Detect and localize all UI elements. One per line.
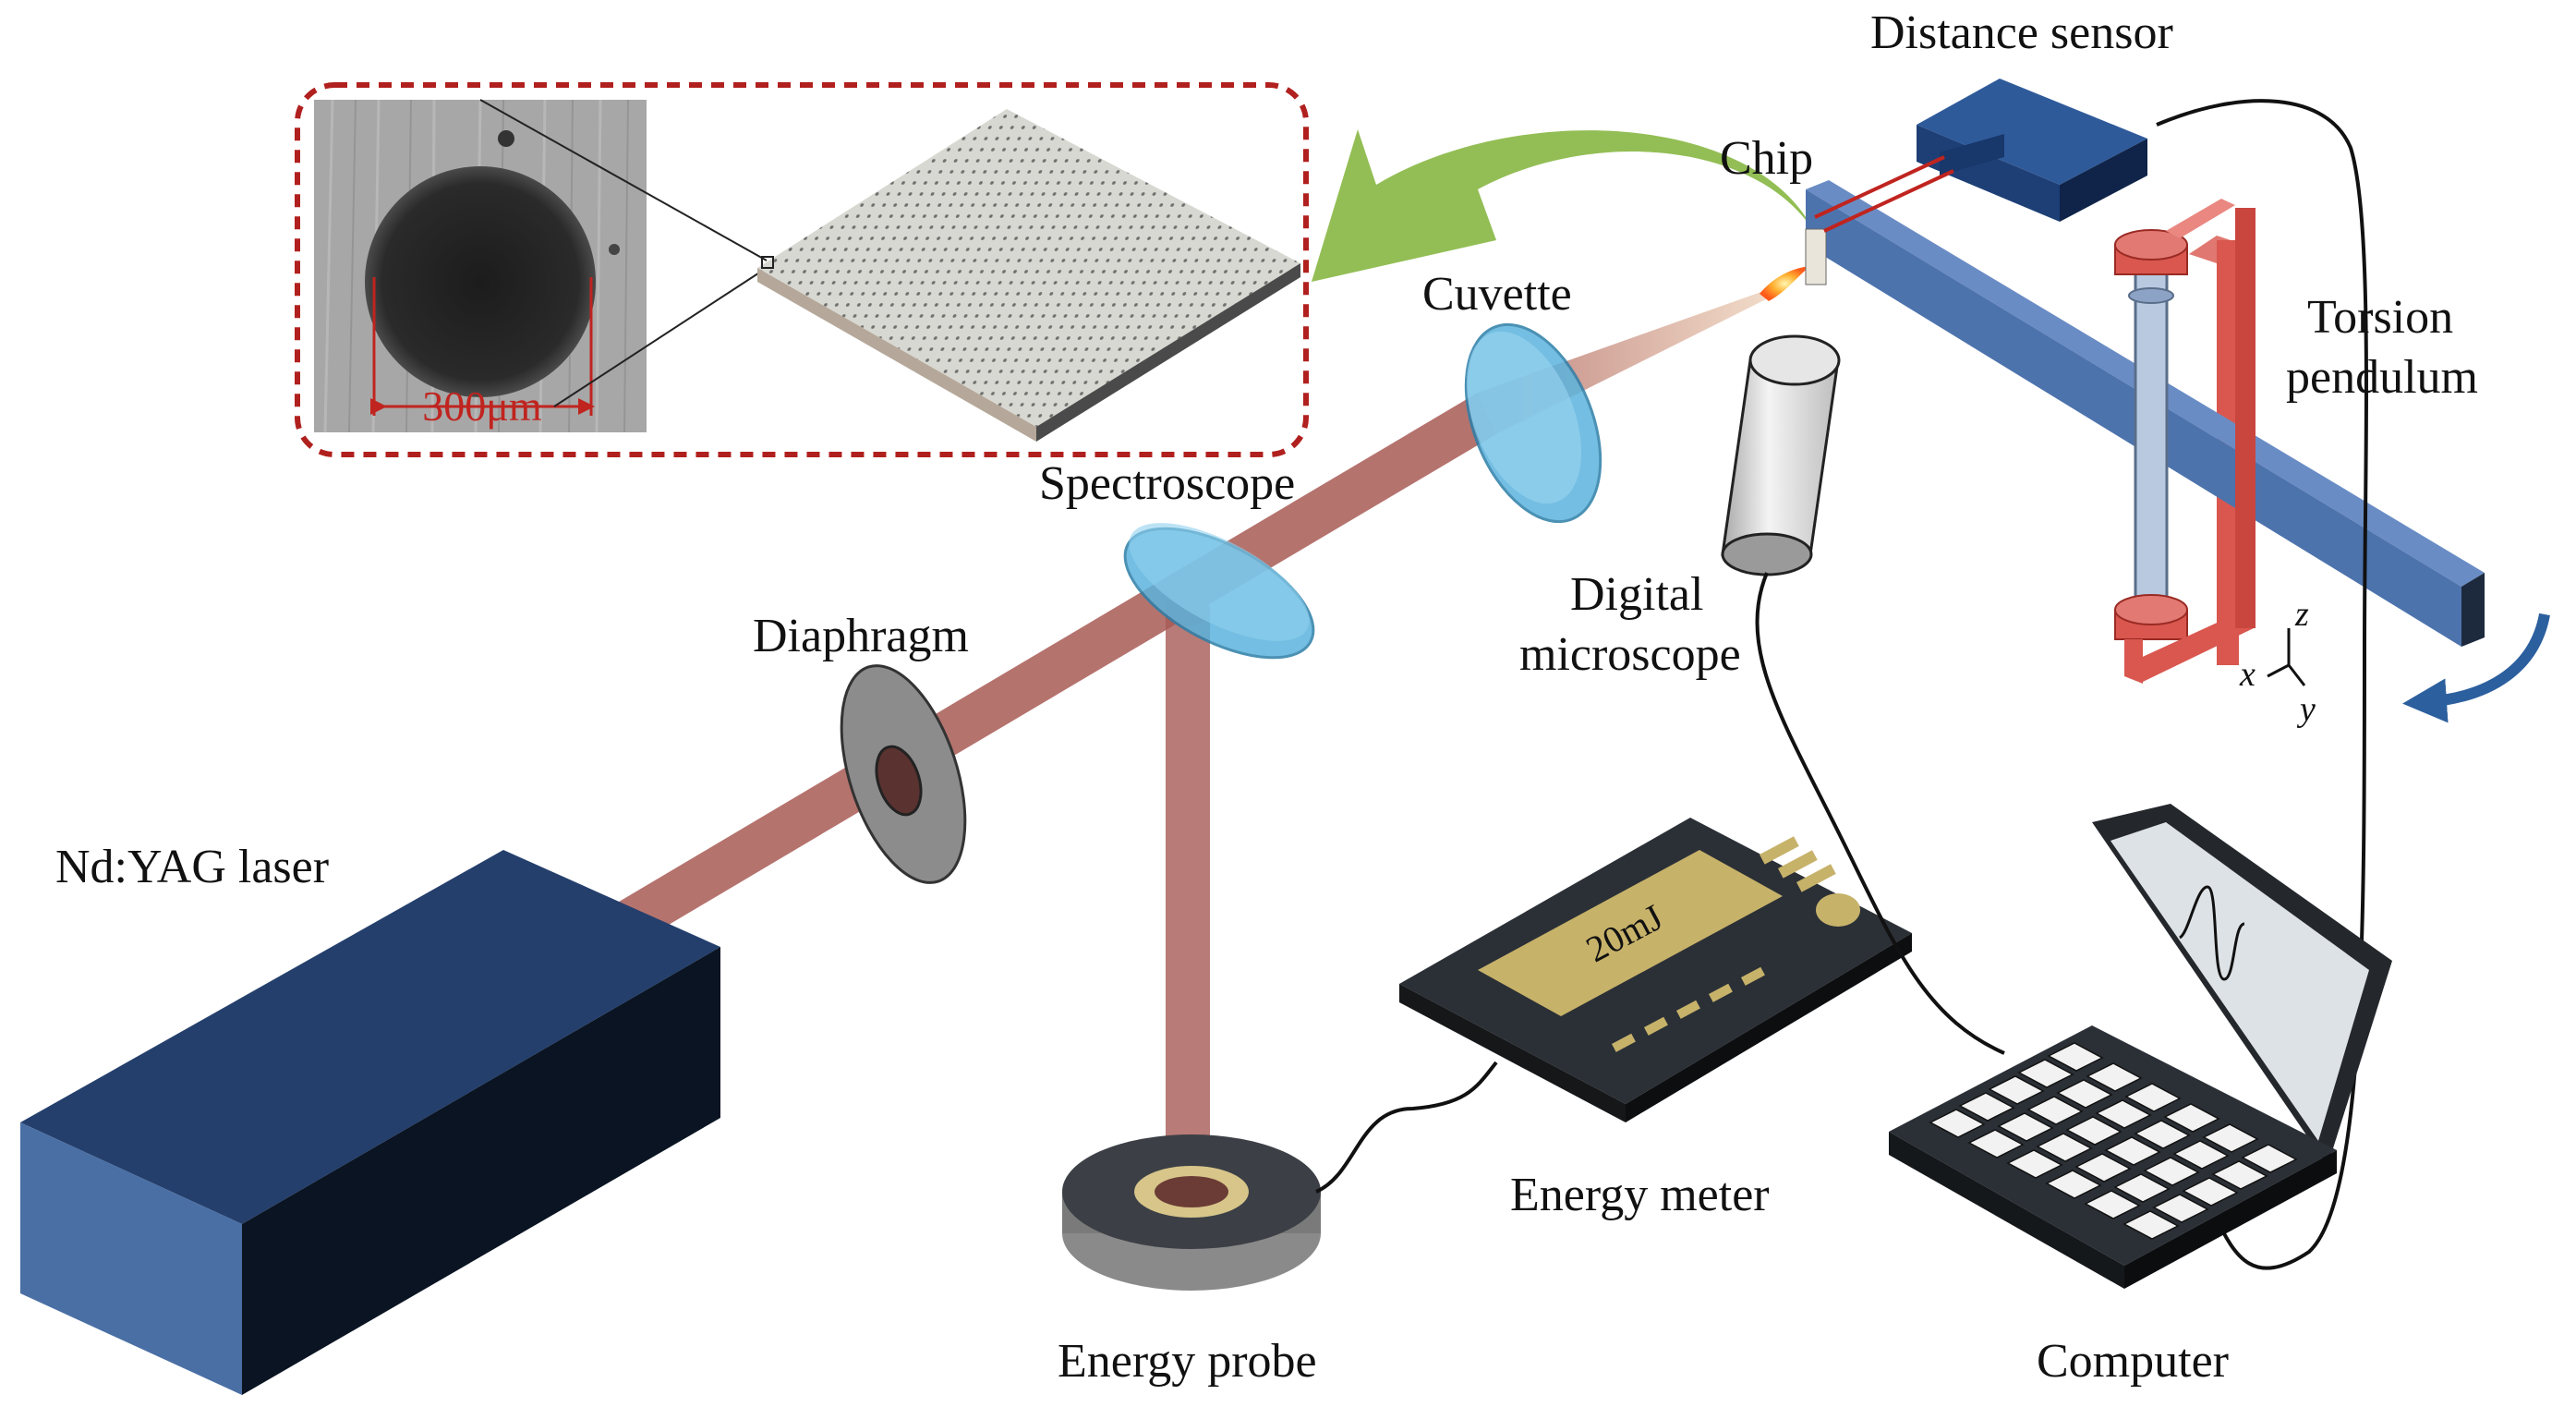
keyboard-key bbox=[2036, 1133, 2093, 1162]
computer bbox=[1889, 804, 2392, 1289]
axis-x-label: x bbox=[2239, 655, 2256, 694]
keyboard-key bbox=[2047, 1042, 2104, 1072]
keyboard-key bbox=[2086, 1062, 2143, 1092]
ablation-crater bbox=[365, 166, 596, 397]
plasma-plume bbox=[1760, 266, 1810, 301]
energy-meter: 20mJ bbox=[1315, 818, 1912, 1194]
keyboard-key bbox=[1929, 1109, 1986, 1138]
cuvette bbox=[1464, 322, 1602, 524]
axis-z-label: z bbox=[2294, 595, 2309, 634]
screen-waveform bbox=[2178, 885, 2245, 981]
rotation-arrow bbox=[2402, 613, 2550, 723]
meter-cable bbox=[1315, 1061, 1498, 1194]
energy-probe bbox=[1062, 1134, 1321, 1291]
nd-yag-laser bbox=[20, 850, 720, 1395]
keyboard-key bbox=[2143, 1157, 2200, 1186]
sensor-cable bbox=[2156, 99, 2368, 1270]
coordinate-axes bbox=[2267, 628, 2306, 686]
label-distance-sensor: Distance sensor bbox=[1870, 6, 2173, 59]
keyboard-key bbox=[2026, 1096, 2084, 1125]
keyboard-key bbox=[2163, 1103, 2220, 1133]
keyboard-key bbox=[2074, 1153, 2132, 1183]
laser-side bbox=[242, 947, 720, 1395]
keyboard bbox=[1929, 1042, 2298, 1240]
label-torsion-pendulum-line2: pendulum bbox=[2286, 351, 2478, 404]
keyboard-key bbox=[2202, 1123, 2259, 1153]
axis-y-label: y bbox=[2296, 690, 2316, 729]
keyboard-key bbox=[2084, 1190, 2141, 1219]
label-diaphragm: Diaphragm bbox=[753, 610, 969, 662]
laser-top bbox=[20, 850, 720, 1224]
label-digital-microscope-line2: microscope bbox=[1519, 628, 1741, 681]
torsion-pendulum bbox=[1805, 180, 2485, 684]
keyboard-key bbox=[2017, 1059, 2074, 1088]
chip-magnified bbox=[757, 109, 1300, 442]
laser-front bbox=[20, 1122, 242, 1395]
label-torsion-pendulum-line1: Torsion bbox=[2307, 291, 2453, 344]
keyboard-key bbox=[2211, 1160, 2268, 1190]
microscope-cable bbox=[1755, 572, 2005, 1055]
label-computer: Computer bbox=[2037, 1335, 2229, 1388]
label-cuvette: Cuvette bbox=[1422, 268, 1572, 321]
keyboard-key bbox=[2152, 1194, 2209, 1223]
label-energy-probe: Energy probe bbox=[1058, 1335, 1317, 1388]
reflected-beam bbox=[1166, 610, 1210, 1201]
label-digital-microscope-line1: Digital bbox=[1570, 568, 1703, 621]
keyboard-key bbox=[2113, 1173, 2171, 1203]
keyboard-key bbox=[1967, 1129, 2025, 1158]
computer-screen bbox=[2110, 822, 2369, 1141]
keyboard-key bbox=[2172, 1140, 2230, 1170]
sensor-beam-upper bbox=[1814, 155, 1945, 219]
keyboard-key bbox=[2241, 1144, 2298, 1173]
keyboard-key bbox=[2056, 1079, 2113, 1109]
spectroscope bbox=[1123, 523, 1315, 660]
keyboard-key bbox=[1988, 1075, 2045, 1105]
keyboard-key bbox=[2134, 1120, 2191, 1149]
keyboard-key bbox=[2095, 1099, 2152, 1129]
zoom-connector-bottom bbox=[553, 267, 768, 407]
keyboard-key bbox=[2104, 1136, 2161, 1166]
keyboard-key bbox=[2006, 1149, 2063, 1179]
micrograph-image: 300μm bbox=[314, 99, 647, 433]
distance-sensor bbox=[1814, 79, 2368, 1270]
scale-bar-label: 300μm bbox=[422, 382, 542, 430]
sensor-beam-lower bbox=[1823, 169, 1954, 233]
green-arrow bbox=[1312, 129, 1815, 282]
chip-sample bbox=[1805, 228, 1827, 285]
keyboard-key bbox=[2122, 1210, 2180, 1240]
digital-microscope bbox=[1721, 334, 2005, 1055]
label-energy-meter: Energy meter bbox=[1510, 1169, 1770, 1221]
label-nd-yag-laser: Nd:YAG laser bbox=[55, 841, 329, 893]
zoom-connector-top bbox=[479, 99, 768, 261]
inset-panel: 300μm bbox=[295, 82, 1309, 457]
chip-zoom-marker bbox=[761, 256, 774, 269]
main-beam bbox=[605, 393, 1496, 952]
keyboard-key bbox=[2045, 1170, 2102, 1199]
keyboard-key bbox=[1958, 1092, 2015, 1122]
keyboard-key bbox=[1997, 1112, 2054, 1142]
keyboard-key bbox=[2124, 1083, 2182, 1112]
keyboard-key bbox=[2182, 1177, 2239, 1207]
diaphragm bbox=[840, 664, 967, 884]
inset-border bbox=[295, 82, 1309, 457]
keyboard-key bbox=[2065, 1116, 2122, 1146]
label-chip: Chip bbox=[1720, 132, 1813, 185]
label-spectroscope: Spectroscope bbox=[1039, 457, 1295, 510]
meter-screen bbox=[1478, 850, 1783, 1016]
